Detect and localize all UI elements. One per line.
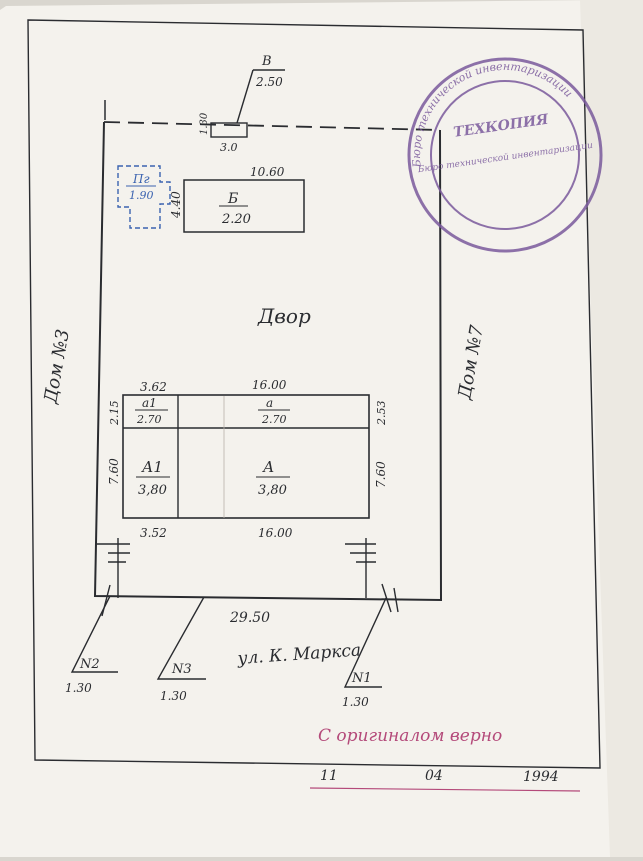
house-left-lower-dim: 7.60: [107, 458, 121, 485]
certification-text: С оригиналом верно: [318, 726, 502, 746]
house-top-dim: 16.00: [252, 378, 287, 392]
house-left-upper-dim: 2.15: [108, 401, 121, 427]
room-a-letter: а: [266, 396, 273, 410]
entrance-leaders: [70, 583, 399, 688]
entrance-n1-label: N1: [351, 671, 372, 686]
room-A1-value: 3,80: [138, 483, 167, 498]
room-a-value: 2.70: [261, 413, 287, 426]
yard-label: Двор: [257, 304, 311, 328]
entrance-n2-label: N2: [79, 657, 100, 672]
house-right-lower-dim: 7.60: [374, 461, 388, 488]
left-steps: [97, 538, 130, 598]
gate-depth: 1.30: [199, 112, 210, 135]
room-A-value: 3,80: [258, 483, 287, 498]
plot-rear-dashed-line: [103, 121, 441, 131]
entrance-n3-value: 1.30: [160, 689, 187, 703]
house-outline: [122, 394, 370, 519]
blue-annex-letter: Пг: [132, 172, 150, 186]
frontage-dim: 29.50: [229, 610, 270, 626]
room-A-letter: А: [262, 458, 274, 476]
certification-month: 04: [425, 768, 443, 784]
blue-annex-value: 1.90: [129, 189, 154, 202]
gate-letter: В: [261, 54, 272, 69]
gate-value: 2.50: [255, 75, 283, 89]
outer-frame: [27, 19, 601, 769]
shed-letter: Б: [227, 191, 238, 207]
certification-date-lines: [309, 787, 581, 792]
house-bottom-dim: 16.00: [258, 526, 293, 540]
shed-area: 2.20: [221, 212, 251, 227]
house-top-left-dim: 3.62: [140, 380, 167, 394]
room-A1-letter: А1: [141, 458, 163, 476]
plot-boundary: [93, 121, 443, 602]
house-right-upper-dim: 2.53: [375, 401, 388, 427]
shed-outline: [183, 179, 305, 233]
paper-right-edge: [580, 0, 643, 857]
entrance-n3-label: N3: [171, 662, 192, 677]
shed-top-dim: 10.60: [250, 165, 285, 179]
room-a1-letter: а1: [142, 396, 157, 410]
entrance-n2-value: 1.30: [65, 681, 92, 695]
blue-annex-outline: [117, 165, 171, 229]
room-a1-value: 2.70: [136, 413, 162, 426]
certification-day: 11: [320, 768, 338, 784]
entrance-n1-value: 1.30: [342, 695, 369, 709]
house-bottom-left-dim: 3.52: [140, 526, 167, 540]
certification-year: 1994: [523, 769, 559, 785]
shed-side-dim: 4.40: [169, 191, 183, 219]
gate-width: 3.0: [220, 141, 238, 154]
right-steps: [345, 538, 376, 598]
gate-leader-line: [236, 69, 254, 124]
gate-structure: [210, 122, 248, 138]
